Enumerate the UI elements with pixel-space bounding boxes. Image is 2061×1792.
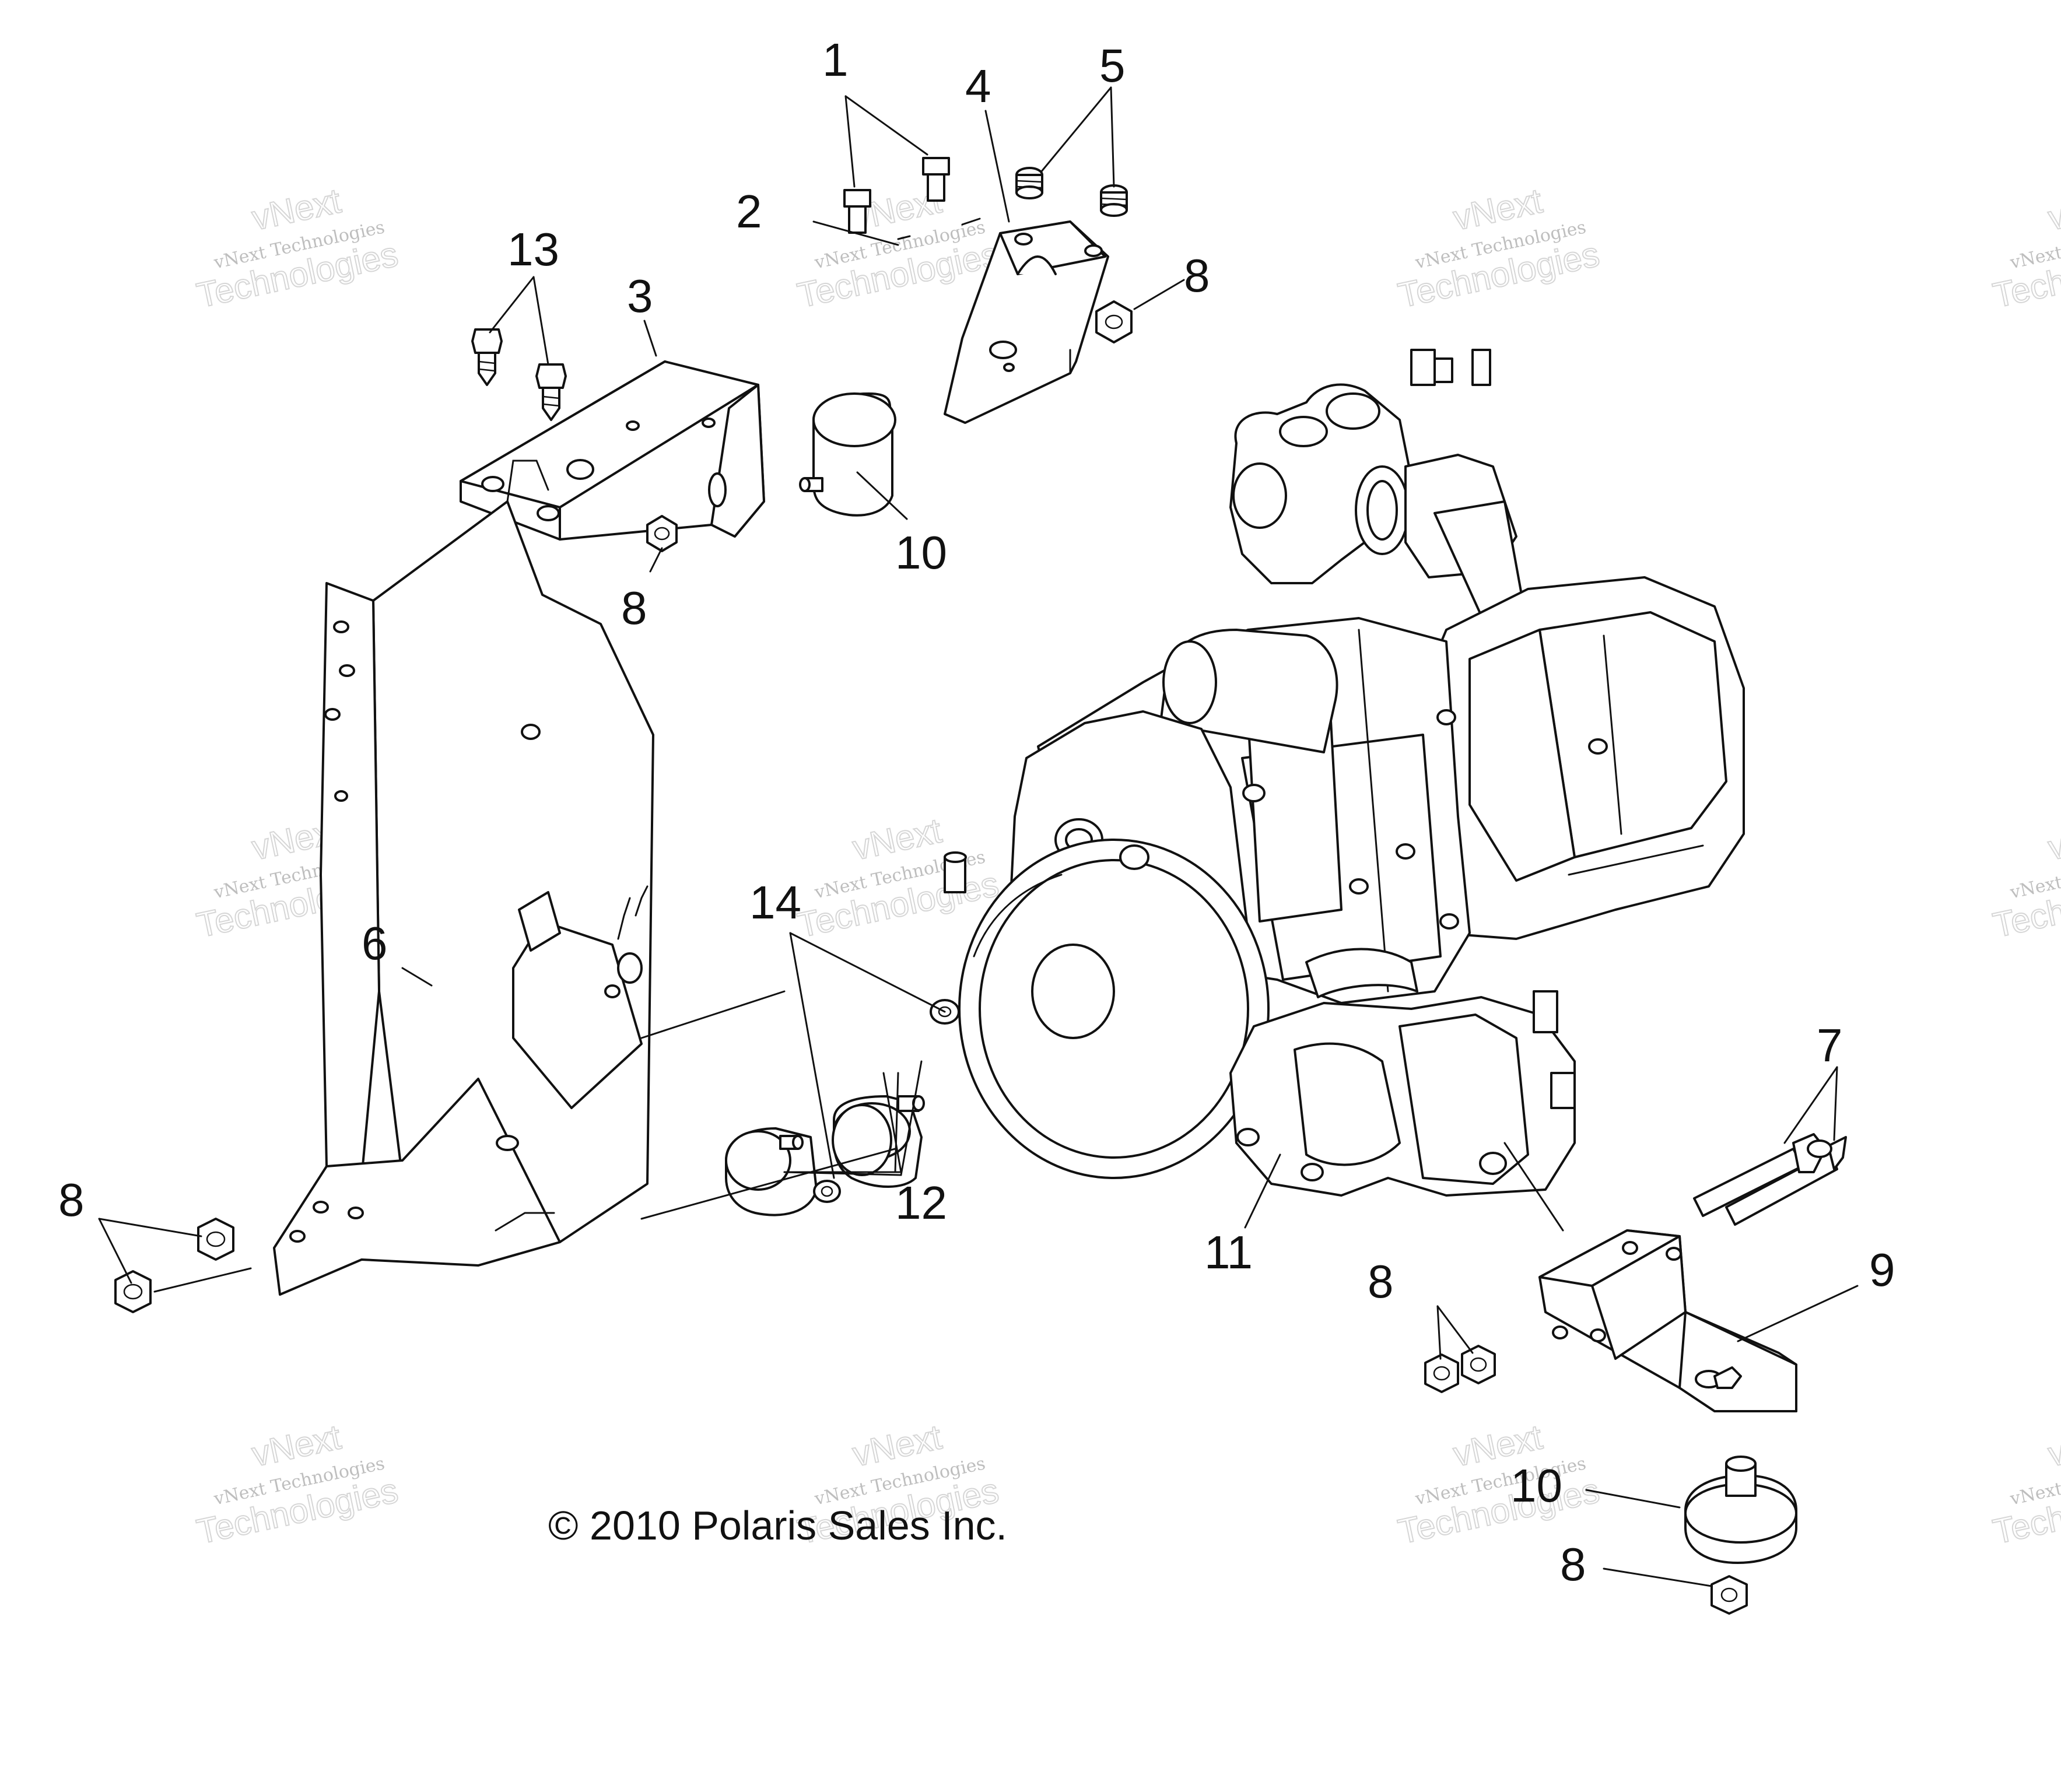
callout-2: 2 xyxy=(736,185,762,237)
nut-pair-5 xyxy=(1015,167,1128,217)
watermark: vNext vNext Technologies Technologies xyxy=(1394,180,1604,315)
flange-nut-8 xyxy=(1461,1345,1496,1384)
callout-3: 3 xyxy=(627,270,653,322)
flange-nut-8 xyxy=(197,1218,234,1261)
callouts: 1 2 3 4 5 8 13 10 8 14 6 12 8 11 8 7 9 1… xyxy=(58,34,1895,1590)
watermark: vNext vNext Technologies Technologies xyxy=(193,180,402,315)
front-mount-bracket-6 xyxy=(273,460,654,1296)
isolator-10-upper xyxy=(799,392,896,517)
watermark: vNext vNext Technologies Technologies xyxy=(1989,1416,2061,1552)
bolt-pair-7 xyxy=(1693,1133,1847,1226)
svg-text:vNext: vNext xyxy=(2045,1417,2061,1474)
callout-10: 10 xyxy=(895,527,947,578)
washer-14 xyxy=(813,1180,841,1203)
upper-mount-bracket-4 xyxy=(944,220,1109,424)
callout-8: 8 xyxy=(621,582,647,634)
isolator-12-upper-stud xyxy=(897,1095,925,1112)
callout-6: 6 xyxy=(362,917,388,969)
rear-mount-bracket-9 xyxy=(1538,1229,1797,1412)
upper-mount-bracket-3 xyxy=(460,360,765,541)
isolator-12-upper xyxy=(832,1095,923,1188)
engine-assembly-11 xyxy=(944,349,1745,1197)
bolt-pair-13 xyxy=(471,328,567,421)
callout-13: 13 xyxy=(507,223,559,275)
leader-lines xyxy=(98,86,1859,1587)
watermark: vNext vNext Technologies Technologies xyxy=(794,810,1003,945)
callout-12: 12 xyxy=(895,1177,947,1229)
watermark: vNext vNext Technologies Technologies xyxy=(1394,1416,1604,1552)
flange-nut-8 xyxy=(646,515,678,552)
bolt-pair-1 xyxy=(843,157,950,234)
callout-8: 8 xyxy=(58,1174,85,1226)
svg-text:vNext: vNext xyxy=(2045,811,2061,867)
svg-text:vNext: vNext xyxy=(2045,181,2061,237)
watermark: vNext vNext Technologies Technologies xyxy=(193,1416,402,1552)
isolator-10-lower xyxy=(1684,1456,1797,1564)
flange-nut-8 xyxy=(114,1270,152,1313)
callout-9: 9 xyxy=(1869,1244,1895,1296)
callout-10: 10 xyxy=(1510,1460,1562,1512)
callout-8: 8 xyxy=(1184,250,1210,301)
lock-washer-2 xyxy=(897,218,981,240)
callout-7: 7 xyxy=(1817,1019,1843,1071)
callout-8: 8 xyxy=(1560,1538,1586,1590)
flange-nut-8 xyxy=(1424,1353,1459,1393)
callout-4: 4 xyxy=(965,60,991,112)
callout-5: 5 xyxy=(1099,40,1126,92)
copyright-notice: © 2010 Polaris Sales Inc. xyxy=(548,1503,1007,1548)
callout-1: 1 xyxy=(822,34,849,86)
watermark: vNext vNext Technologies Technologies xyxy=(1989,810,2061,945)
flange-nut-8 xyxy=(1711,1575,1748,1615)
callout-8: 8 xyxy=(1368,1256,1394,1307)
flange-nut-8 xyxy=(1095,300,1133,343)
watermark: vNext vNext Technologies Technologies xyxy=(1989,180,2061,315)
isolator-12-lower xyxy=(725,1127,818,1216)
callout-11: 11 xyxy=(1204,1226,1253,1278)
callout-14: 14 xyxy=(749,876,801,928)
